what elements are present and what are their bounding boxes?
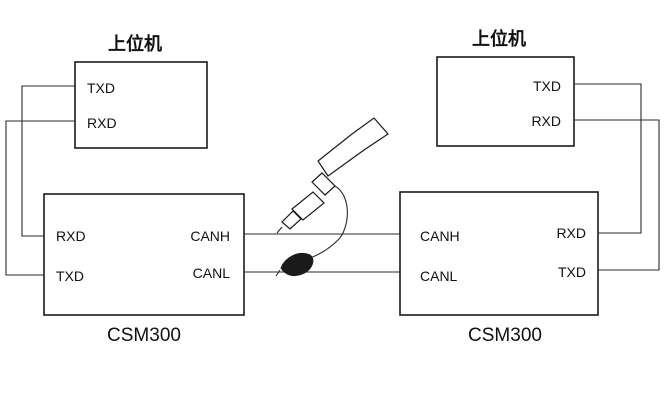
- wire-host-left-rxd-to-csm-txd: [5, 120, 75, 276]
- ground-clip-tip: [275, 269, 281, 277]
- csm-right-name: CSM300: [468, 325, 542, 346]
- csm-right-port-rxd: RXD: [556, 225, 586, 241]
- host-right-port-rxd: RXD: [531, 113, 561, 129]
- csm-right: CANH CANL RXD TXD CSM300: [399, 191, 599, 346]
- host-left-box: [74, 61, 208, 149]
- csm-left-box: [43, 193, 245, 316]
- oscilloscope-probe-icon: [276, 117, 389, 259]
- csm-right-box: [399, 191, 599, 316]
- csm-left-name: CSM300: [107, 325, 181, 346]
- host-right-box: [436, 56, 575, 147]
- csm-right-port-canh: CANH: [420, 228, 460, 244]
- wire-host-left-txd-to-csm-rxd: [21, 85, 75, 237]
- csm-left-port-rxd: RXD: [56, 228, 86, 244]
- csm-left: RXD TXD CANH CANL CSM300: [43, 193, 245, 346]
- probe-ground-clip-icon: [275, 253, 314, 277]
- host-right-port-txd: TXD: [533, 78, 561, 94]
- ground-clip-jaw: [280, 253, 314, 277]
- probe-shaft: [291, 191, 325, 221]
- probe-cable-body: [317, 117, 389, 177]
- probe-ground-lead: [309, 185, 348, 259]
- csm-left-port-canh: CANH: [190, 228, 230, 244]
- probe-tip: [276, 226, 283, 234]
- csm-right-port-txd: TXD: [558, 264, 586, 280]
- host-right: 上位机 TXD RXD: [436, 28, 575, 147]
- host-left: 上位机 TXD RXD: [74, 33, 208, 149]
- csm-left-port-canl: CANL: [193, 265, 231, 281]
- host-right-title: 上位机: [472, 28, 526, 50]
- probe-collar: [311, 172, 336, 196]
- host-left-title: 上位机: [108, 33, 162, 55]
- host-left-port-rxd: RXD: [87, 115, 117, 131]
- probe-nose: [281, 210, 302, 230]
- wire-csm-right-txd-to-host-rxd: [574, 119, 660, 271]
- host-left-port-txd: TXD: [87, 80, 115, 96]
- csm-left-port-txd: TXD: [56, 268, 84, 284]
- wire-csm-right-rxd-to-host-txd: [574, 83, 642, 234]
- csm-right-port-canl: CANL: [420, 268, 458, 284]
